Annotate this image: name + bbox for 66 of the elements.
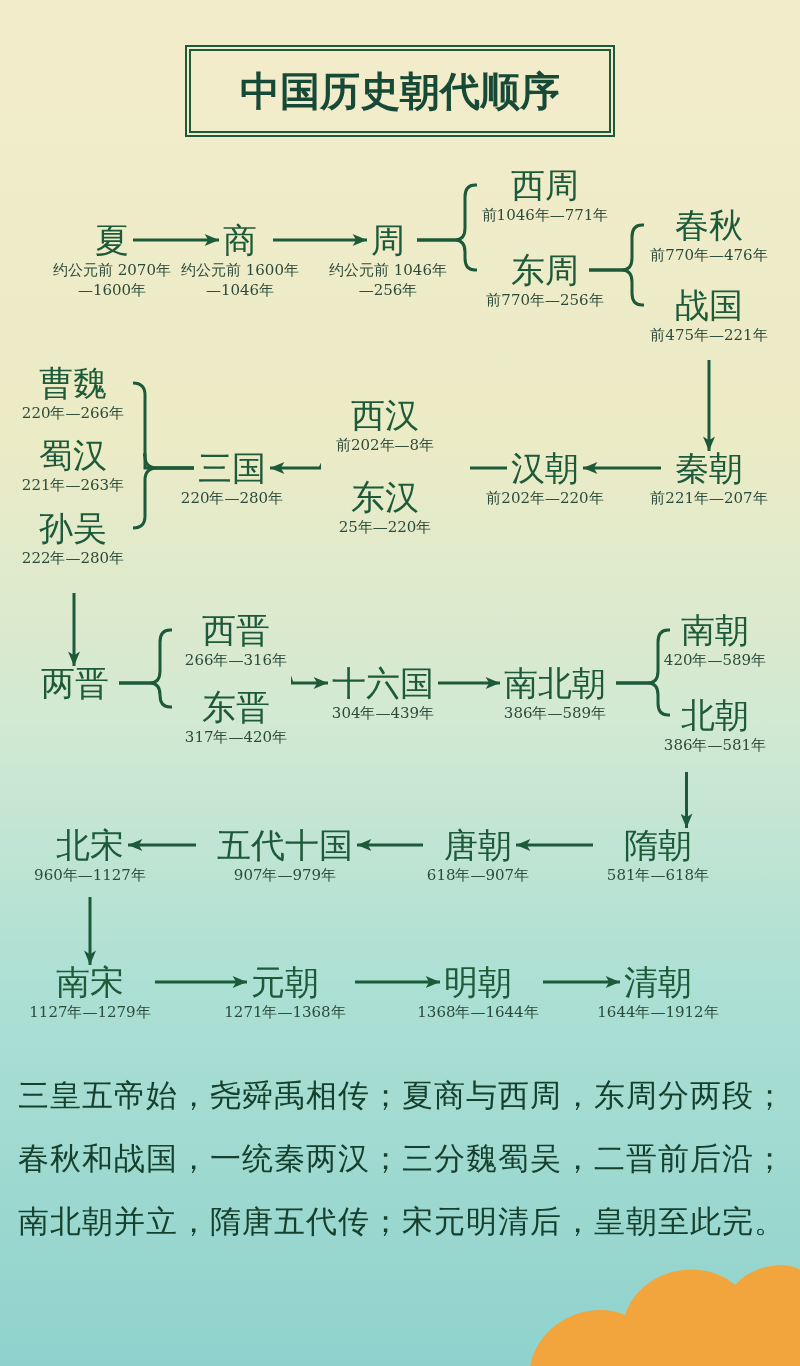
- dynasty-name: 东周: [507, 253, 583, 287]
- date-label: 386年—589年: [503, 703, 607, 724]
- date-label: 220年—280年: [180, 488, 284, 509]
- date-label: 266年—316年: [184, 650, 288, 671]
- verse-line: 南北朝并立，隋唐五代传；宋元明清后，皇朝至此完。: [18, 1202, 786, 1241]
- dynasty-name: 春秋: [671, 208, 747, 242]
- date-label: 约公元前 1046年—256年: [328, 260, 448, 301]
- dynasty-name: 北朝: [677, 698, 753, 732]
- date-label: 前202年—220年: [486, 488, 604, 509]
- dynasty-name: 十六国: [328, 666, 438, 700]
- date-label: 618年—907年: [426, 865, 530, 886]
- date-label: 420年—589年: [663, 650, 767, 671]
- dynasty-name: 元朝: [247, 965, 323, 999]
- title-banner: 中国历史朝代顺序: [185, 45, 615, 137]
- date-label: 1127年—1279年: [29, 1002, 151, 1023]
- dynasty-name: 两晋: [37, 666, 113, 700]
- date-label: 前1046年—771年: [481, 205, 609, 226]
- dynasty-name: 隋朝: [620, 828, 696, 862]
- date-label: 约公元前 2070年—1600年: [52, 260, 172, 301]
- verse-line: 三皇五帝始，尧舜禹相传；夏商与西周，东周分两段；: [18, 1076, 786, 1115]
- dynasty-name: 东晋: [198, 690, 274, 724]
- dynasty-name: 周: [367, 223, 409, 257]
- date-label: 221年—263年: [21, 475, 125, 496]
- date-label: 25年—220年: [338, 517, 432, 538]
- dynasty-name: 西汉: [347, 398, 423, 432]
- dynasty-name: 孙吴: [35, 511, 111, 545]
- date-label: 581年—618年: [606, 865, 710, 886]
- date-label: 304年—439年: [331, 703, 435, 724]
- arrow: [438, 677, 500, 689]
- date-label: 前202年—8年: [335, 435, 435, 456]
- dynasty-name: 西晋: [198, 613, 274, 647]
- dynasty-name: 西周: [507, 168, 583, 202]
- date-label: 前221年—207年: [650, 488, 768, 509]
- verse-line: 春秋和战国，一统秦两汉；三分魏蜀吴，二晋前后沿；: [18, 1139, 786, 1178]
- dynasty-name: 三国: [194, 451, 270, 485]
- dynasty-name: 夏: [91, 223, 133, 257]
- date-label: 前475年—221年: [650, 325, 768, 346]
- date-label: 前770年—476年: [650, 245, 768, 266]
- date-label: 386年—581年: [663, 735, 767, 756]
- arrow: [133, 234, 219, 246]
- dynasty-name: 唐朝: [440, 828, 516, 862]
- date-label: 222年—280年: [21, 548, 125, 569]
- date-label: 960年—1127年: [34, 865, 146, 886]
- date-label: 220年—266年: [21, 403, 125, 424]
- dynasty-name: 五代十国: [213, 828, 357, 862]
- dynasty-name: 东汉: [347, 480, 423, 514]
- dynasty-name: 战国: [671, 288, 747, 322]
- dynasty-name: 秦朝: [671, 451, 747, 485]
- dynasty-name: 南朝: [677, 613, 753, 647]
- dynasty-name: 蜀汉: [35, 438, 111, 472]
- dynasty-name: 清朝: [620, 965, 696, 999]
- date-label: 约公元前 1600年—1046年: [180, 260, 300, 301]
- date-label: 317年—420年: [184, 727, 288, 748]
- date-label: 1644年—1912年: [597, 1002, 719, 1023]
- dynasty-name: 明朝: [440, 965, 516, 999]
- dynasty-name: 南北朝: [500, 666, 610, 700]
- dash-line: [470, 466, 507, 470]
- dynasty-name: 曹魏: [35, 366, 111, 400]
- date-label: 1368年—1644年: [417, 1002, 539, 1023]
- dynasty-name: 北宋: [52, 828, 128, 862]
- dynasty-name: 汉朝: [507, 451, 583, 485]
- date-label: 前770年—256年: [486, 290, 604, 311]
- dynasty-name: 商: [219, 223, 261, 257]
- dynasty-name: 南宋: [52, 965, 128, 999]
- date-label: 1271年—1368年: [224, 1002, 346, 1023]
- date-label: 907年—979年: [233, 865, 337, 886]
